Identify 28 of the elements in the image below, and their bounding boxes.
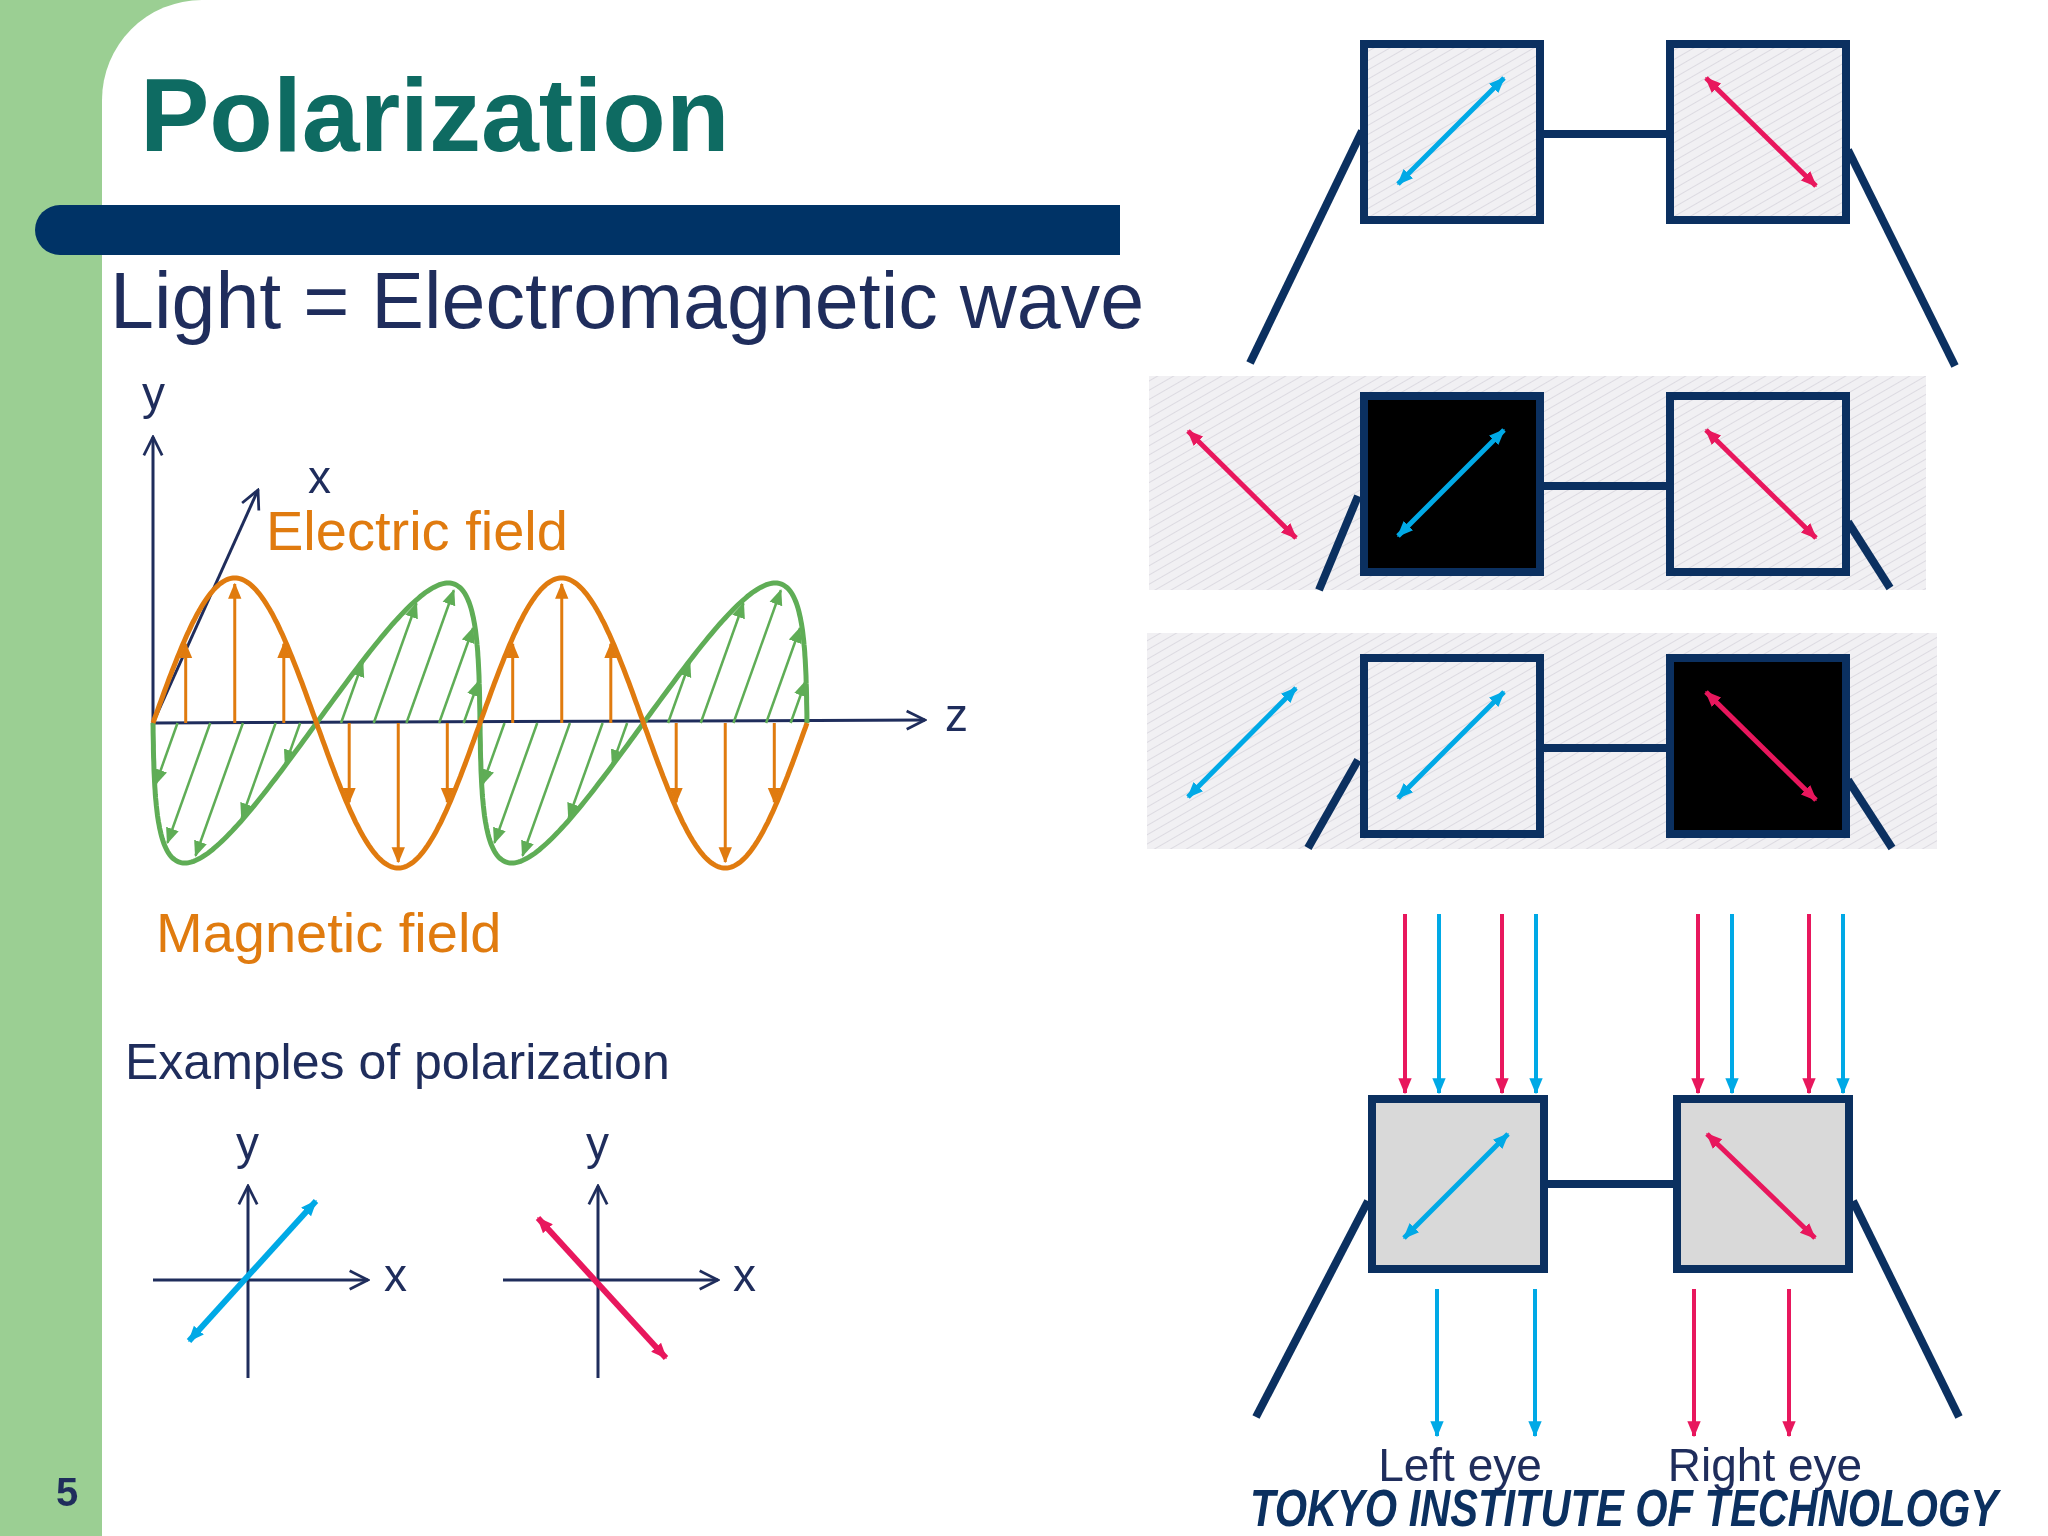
glasses-lens	[1673, 1095, 1853, 1273]
axis-label: y	[236, 1118, 259, 1169]
section-heading: Examples of polarization	[125, 1035, 670, 1090]
arrow	[1432, 914, 1446, 1095]
connector-line	[1548, 1180, 1673, 1188]
arrow	[1687, 1289, 1701, 1438]
arrow	[1398, 914, 1412, 1095]
glasses-lens	[1368, 1095, 1548, 1273]
field-label: Electric field	[266, 500, 568, 562]
field-label: Magnetic field	[156, 902, 502, 964]
slide-title: Polarization	[140, 58, 730, 173]
arrow	[1725, 914, 1739, 1095]
arrow	[1528, 1289, 1542, 1438]
axis-label: z	[945, 690, 968, 741]
arrow	[1836, 914, 1850, 1095]
axis-label: x	[384, 1250, 407, 1301]
axis-label: y	[142, 368, 165, 419]
page-number: 5	[56, 1470, 79, 1514]
axis-label: y	[586, 1118, 609, 1169]
arrow	[1782, 1289, 1796, 1438]
arrow	[1495, 914, 1509, 1095]
arrow	[1691, 914, 1705, 1095]
arrow	[1529, 914, 1543, 1095]
arrow	[1430, 1289, 1444, 1438]
subtitle: Light = Electromagnetic wave	[110, 258, 1145, 345]
axis-label: x	[308, 452, 331, 503]
axis-label: x	[733, 1250, 756, 1301]
arrow	[1802, 914, 1816, 1095]
